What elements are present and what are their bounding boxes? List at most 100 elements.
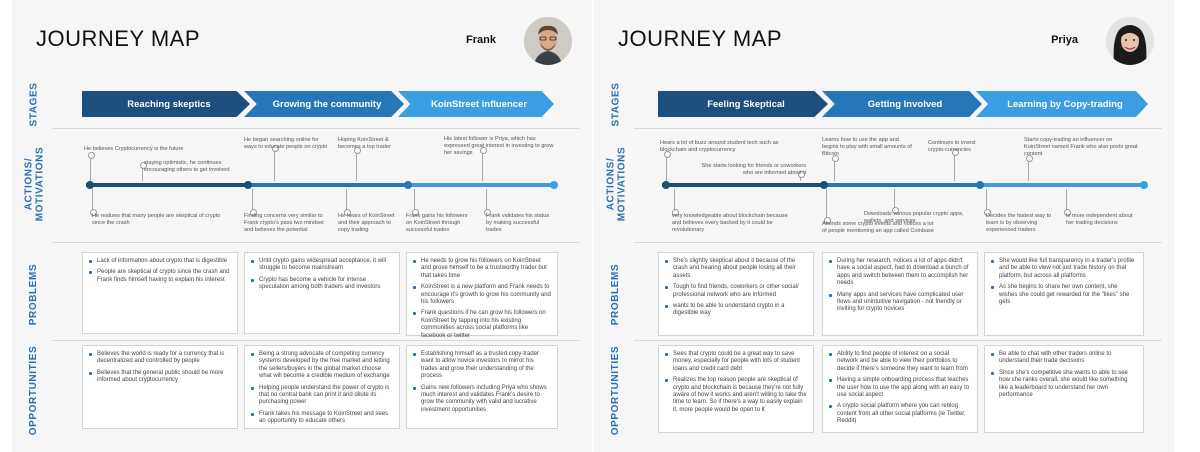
problem-card: Until crypto gains widespread acceptance… [244,252,400,334]
timeline-stem [1026,155,1033,181]
action-note: Finding concerns very similar to Frank c… [244,213,324,233]
list-item: He needs to grow his followers on KoinSt… [413,258,551,280]
row-label-stages: STAGES [28,82,40,126]
opportunity-card: Sees that crypto could be a great way to… [658,345,814,433]
stage-arrow: Feeling Skeptical [658,91,828,117]
timeline-dot [820,181,828,189]
action-note: She starts looking for friends or cowork… [701,163,806,176]
action-note: Frank gains his followers on KoinStreet … [406,213,468,233]
timeline-segment [86,183,248,187]
list-item: Frank questions if he can grow his follo… [413,310,551,340]
list-item: Crypto has become a vehicle for intense … [251,277,393,292]
timeline-dot [86,181,94,189]
opportunity-card: Establishing himself as a trusted copy-t… [406,345,558,429]
list-item: Establishing himself as a trusted copy-t… [413,351,551,381]
list-item: Being a strong advocate of competing cur… [251,351,393,381]
timeline-dot [550,181,558,189]
list-item: Believes the world is ready for a curren… [89,351,231,366]
list-item: Until crypto gains widespread acceptance… [251,258,393,273]
list-item: She would like full transparency in a tr… [991,258,1137,280]
persona-name: Frank [466,34,496,46]
timeline-segment [248,183,408,187]
timeline-stem [354,147,361,181]
timeline-stem [832,155,839,181]
list-item: Many apps and services have complicated … [829,292,971,314]
opportunity-card: Be able to chat with other traders onlin… [984,345,1144,433]
timeline-stem [272,145,279,181]
action-note: Hears a lot of buzz around student tech … [660,140,779,153]
timeline-dot [244,181,252,189]
timeline-stem [484,189,491,216]
row-label-opportunities: OPPORTUNITIES [28,345,40,435]
list-item: As she begins to share her own content, … [991,284,1137,306]
timeline-stem [88,152,95,181]
list-item: Realizes the top reason people are skept… [665,377,807,414]
timeline-stem [664,151,671,181]
action-note: His latest follower is Priya, which has … [444,136,554,156]
action-note: staying optimistic, he continues encoura… [144,160,230,173]
list-item: wants to be able to understand crypto in… [665,303,807,318]
avatar [524,17,572,65]
action-note: He began searching online for ways to ed… [244,137,328,150]
action-note: Attends some crypto events and notices a… [822,221,934,234]
divider [52,128,580,129]
list-item: Be able to chat with other traders onlin… [991,351,1137,366]
timeline-segment [980,183,1144,187]
timeline-stem [798,171,805,181]
timeline-segment [824,183,980,187]
opportunity-card: Believes the world is ready for a curren… [82,345,238,429]
row-label-problems: PROBLEMS [610,263,622,325]
divider [634,128,1162,129]
action-note: He realizes that many people are skeptic… [92,213,221,226]
timeline-stem [1064,189,1071,216]
timeline-stem [984,189,991,216]
problem-card: Lack of information about crypto that is… [82,252,238,334]
page-title: JOURNEY MAP [36,26,201,51]
stage-arrow: Growing the community [244,91,404,117]
divider [634,340,1162,341]
timeline-stem [824,189,831,224]
timeline-segment [662,183,824,187]
timeline-dot [976,181,984,189]
timeline-dot [1140,181,1148,189]
timeline-dot [662,181,670,189]
stage-arrow: Getting Involved [822,91,982,117]
male-avatar-icon [524,17,572,65]
list-item: She's slightly skeptical about it becaus… [665,258,807,280]
list-item: Frank takes his message to KoinStreet an… [251,411,393,426]
list-item: Sees that crypto could be a great way to… [665,351,807,373]
timeline-stem [480,147,487,181]
timeline-stem [140,162,147,181]
list-item: Believes that the general public should … [89,370,231,385]
timeline-stem [412,189,419,216]
row-label-stages: STAGES [610,82,622,126]
action-note: Frank validates his status by making suc… [486,213,550,233]
list-item: Since she's competitive she wants to abl… [991,370,1137,400]
action-note: He hears of KoinStreet and their approac… [338,213,395,233]
action-note: very knowledgeable about blockchain beca… [672,213,788,233]
timeline-stem [672,189,679,216]
action-note: Decides the fastest way to learn is by o… [986,213,1052,233]
timeline-stem [892,189,899,214]
action-note: He believes Cryptocurrency is the future [84,146,184,152]
list-item: During her research, notices a lot of ap… [829,258,971,288]
action-note: Learns how to use the app and begins to … [822,137,912,157]
row-label-opportunities: OPPORTUNITIES [610,345,622,435]
action-note: Downloads various popular crypto apps, w… [864,211,964,224]
list-item: Ability to find people of interest on a … [829,351,971,373]
list-item: Tough to find friends, coworkers or othe… [665,284,807,299]
list-item: Lack of information about crypto that is… [89,258,231,265]
divider [52,242,580,243]
journey-map-frank: JOURNEY MAP Frank STAGES ACTIONS/ MOTIVA… [12,0,592,452]
row-label-actions: ACTIONS/ MOTIVATIONS [23,146,45,222]
action-note: Hoping KoinStreet & becomes a top trader [338,137,391,150]
list-item: People are skeptical of crypto since the… [89,269,231,284]
list-item: KoinStreet is a new platform and Frank n… [413,284,551,306]
timeline-dot [404,181,412,189]
timeline-segment [408,183,554,187]
timeline-stem [250,189,257,216]
avatar [1106,17,1154,65]
action-note: Is more independent about her trading de… [1066,213,1133,226]
page-title: JOURNEY MAP [618,26,783,51]
timeline-stem [952,149,959,181]
